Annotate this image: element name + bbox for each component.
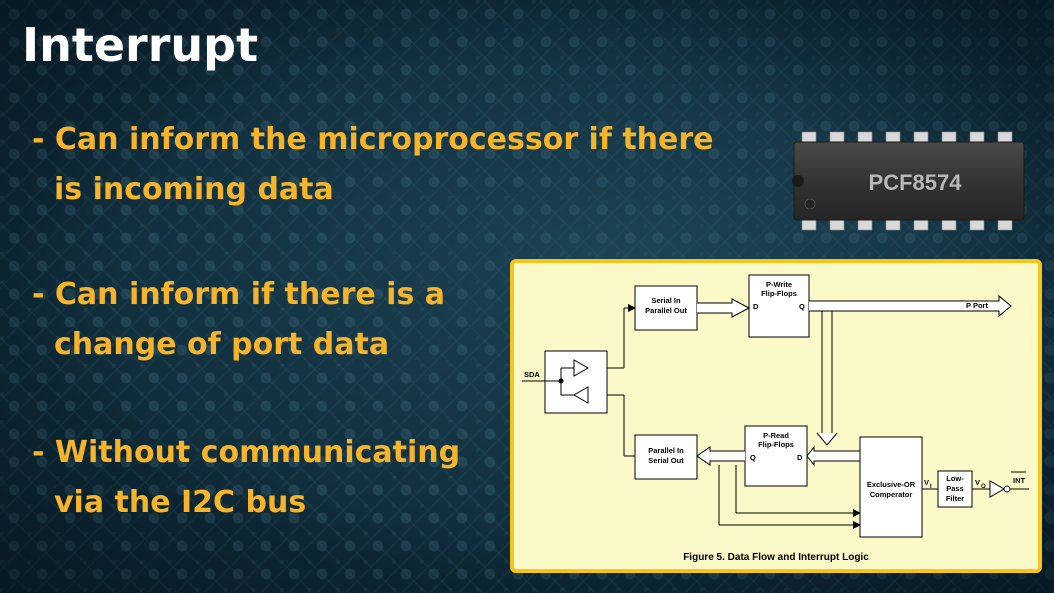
sda-buffer-box [544,350,608,414]
p-write-flipflops-label: Flip-Flops [761,289,797,298]
comperator-label: Comperator [870,490,913,499]
int-label: INT [1013,476,1026,485]
serial-out-label: Serial Out [648,456,684,465]
p-read-flipflops-label: Flip-Flops [758,440,794,449]
chip-pins-bottom [801,217,1013,231]
slide-title: Interrupt [22,18,259,72]
low-pass-filter-box [937,470,973,508]
pcf8574-chip-image: PCF8574 [792,131,1025,231]
parallel-out-label: Parallel Out [645,306,687,315]
exclusive-or-comparator-box [859,436,923,538]
output-buffer-symbol [989,480,1006,498]
bullet-3-line-1: - Without communicating [32,435,461,470]
parallel-in-serial-out-box [634,434,698,480]
p-read-label: P-Read [763,431,789,440]
low-pass-label-3: Filter [946,494,964,503]
bullet-2-line-1: - Can inform if there is a [32,277,445,312]
chip-pins-top [801,131,1013,145]
p-write-label: P-Write [766,280,792,289]
bullet-1-line-2: is incoming data [54,172,334,207]
bullet-port-change: - Can inform if there is a change of por… [32,270,445,370]
exclusive-or-label: Exclusive-OR [867,480,916,489]
p-port-label: P Port [966,301,988,310]
bullet-incoming-data: - Can inform the microprocessor if there… [32,115,714,215]
figure-caption: Figure 5. Data Flow and Interrupt Logic [683,552,869,563]
bullet-1-line-1: - Can inform the microprocessor if there [32,122,714,157]
p-write-d-label: D [753,302,759,311]
diagram-canvas: SDA Serial In Parallel Out P-Write Flip-… [522,274,1029,563]
bullet-without-i2c: - Without communicating via the I2C bus [32,428,460,528]
parallel-in-label: Parallel In [648,446,684,455]
vi-label: V [924,478,929,487]
bullet-3-line-2: via the I2C bus [54,485,307,520]
data-flow-diagram: SDA Serial In Parallel Out P-Write Flip-… [510,259,1042,573]
serial-in-label: Serial In [651,296,681,305]
vo-label: V [975,478,980,487]
low-pass-label-2: Pass [946,484,964,493]
p-read-q-label: Q [750,453,756,462]
p-write-q-label: Q [799,302,805,311]
low-pass-label-1: Low- [946,474,964,483]
p-write-flip-flops-box [748,274,810,338]
p-read-d-label: D [797,453,803,462]
bullet-2-line-2: change of port data [54,327,390,362]
chip-label: PCF8574 [869,170,963,195]
sda-label: SDA [524,370,540,379]
vo-subscript: O [981,484,986,490]
p-read-flip-flops-box [744,425,808,487]
vi-subscript: I [930,484,932,490]
